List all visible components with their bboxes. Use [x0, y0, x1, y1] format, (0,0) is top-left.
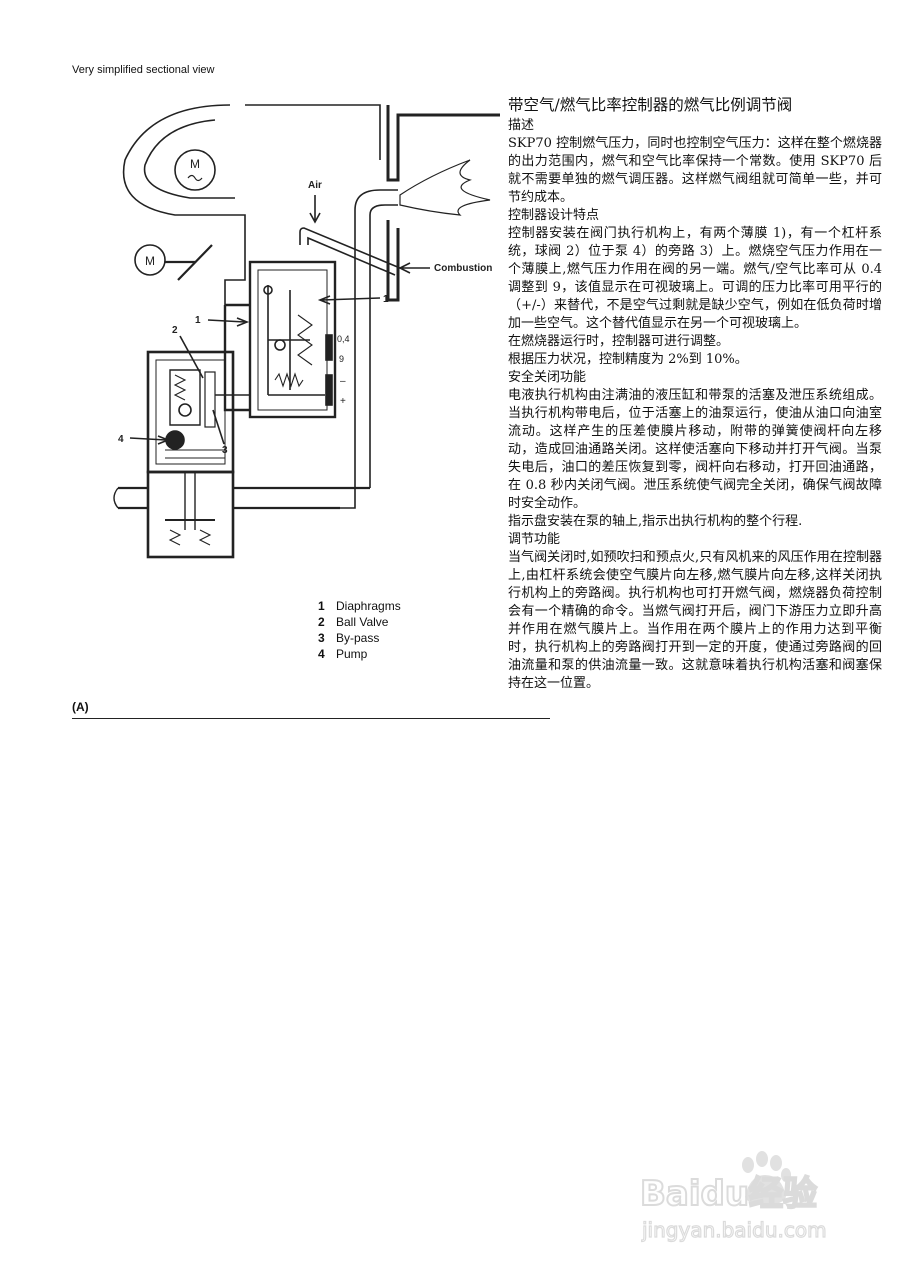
combustion-label: Combustion	[434, 263, 492, 274]
valve-stem	[184, 472, 196, 530]
callout-1-left: 1	[195, 315, 201, 326]
minus-label: –	[340, 376, 346, 387]
air-tube	[354, 189, 398, 470]
section-rule	[72, 718, 550, 719]
callout-2: 2	[172, 325, 178, 336]
paragraph: 在燃烧器运行时，控制器可进行调整。	[508, 334, 730, 349]
callout-diaphragm-top	[317, 295, 381, 305]
controller-lever	[267, 285, 310, 395]
fan-housing	[122, 104, 246, 305]
section-label: (A)	[72, 700, 89, 714]
combustion-chamber-wall	[386, 105, 500, 182]
air-duct-top	[245, 104, 381, 160]
section-heading: 描述	[508, 118, 535, 133]
paragraph: 根据压力状况，控制精度为 2%到 10%。	[508, 352, 748, 367]
fan-motor-label: M	[190, 157, 200, 171]
baidu-jingyan-watermark: Baidu经验 jingyan.baidu.com	[640, 1151, 827, 1243]
paragraph: 电液执行机构由注满油的液压缸和带泵的活塞及泄压系统组成。当执行机构带电后，位于活…	[508, 388, 882, 511]
paw-logo-icon	[742, 1151, 791, 1205]
article-title: 带空气/燃气比率控制器的燃气比例调节阀	[508, 96, 793, 114]
ball-valve	[169, 369, 201, 426]
damper-motor-icon	[134, 244, 166, 276]
damper-motor-label: M	[145, 254, 155, 268]
paragraph: 当气阀关闭时,如预吹扫和预点火,只有风机来的风压作用在控制器上,由杠杆系统会使空…	[508, 550, 882, 691]
callout-4: 4	[118, 434, 124, 445]
callout-3: 3	[222, 445, 228, 456]
watermark-url-text: jingyan.baidu.com	[641, 1218, 827, 1242]
article: 带空气/燃气比率控制器的燃气比例调节阀 描述 SKP70 控制燃气压力，同时也控…	[508, 95, 882, 693]
section-heading: 控制器设计特点	[508, 208, 600, 223]
section-heading: 安全关闭功能	[508, 370, 587, 385]
combustion-arrow	[398, 262, 430, 274]
fan-motor-icon	[174, 149, 216, 191]
paragraph: 指示盘安装在泵的轴上,指示出执行机构的整个行程.	[508, 514, 803, 529]
flame-icon	[399, 159, 491, 216]
section-heading: 调节功能	[508, 532, 561, 547]
plus-label: +	[340, 396, 346, 407]
figure-caption: Very simplified sectional view	[72, 64, 215, 76]
callout-diaphragm-left	[207, 317, 250, 327]
paragraph: 控制器安装在阀门执行机构上，有两个薄膜 1)，有一个杠杆系统，球阀 2）位于泵 …	[508, 226, 882, 331]
paragraph: SKP70 控制燃气压力，同时也控制空气压力：这样在整个燃烧器的出力范围内，燃气…	[508, 136, 882, 205]
ratio-scale	[325, 334, 333, 361]
impulse-line-combustion	[299, 227, 401, 269]
gas-pipe	[118, 486, 370, 510]
scale-high-label: 9	[339, 354, 344, 364]
damper-blade	[165, 244, 213, 281]
valve-body	[146, 470, 235, 559]
air-label: Air	[308, 180, 322, 191]
offset-scale	[325, 374, 333, 406]
callout-1-top: 1	[383, 294, 389, 305]
scale-low-label: 0,4	[337, 334, 350, 344]
air-arrow	[309, 195, 321, 224]
controller-housing	[248, 260, 337, 419]
fan-housing-inner	[143, 119, 235, 199]
sectional-view-diagram: M M Air Combustion 0,4 9 – + 1 1 2 3	[113, 104, 500, 559]
watermark-brand-text: Baidu经验	[640, 1174, 817, 1214]
